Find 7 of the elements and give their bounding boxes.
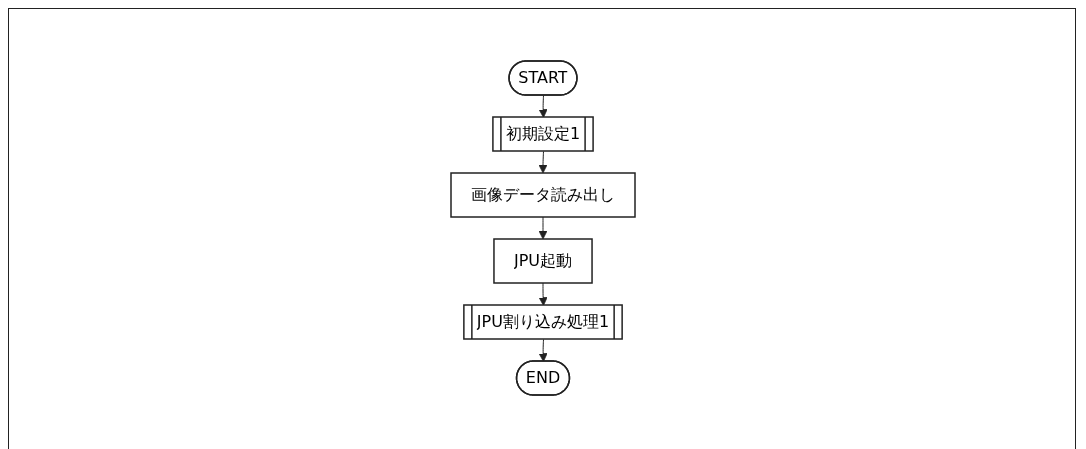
arrow — [538, 339, 548, 362]
node-box: JPU起動 — [493, 238, 593, 284]
node-box: 画像データ読み出し — [450, 172, 636, 218]
arrow — [538, 216, 548, 240]
arrow — [538, 282, 548, 306]
arrow — [538, 95, 548, 118]
arrow — [538, 151, 548, 174]
